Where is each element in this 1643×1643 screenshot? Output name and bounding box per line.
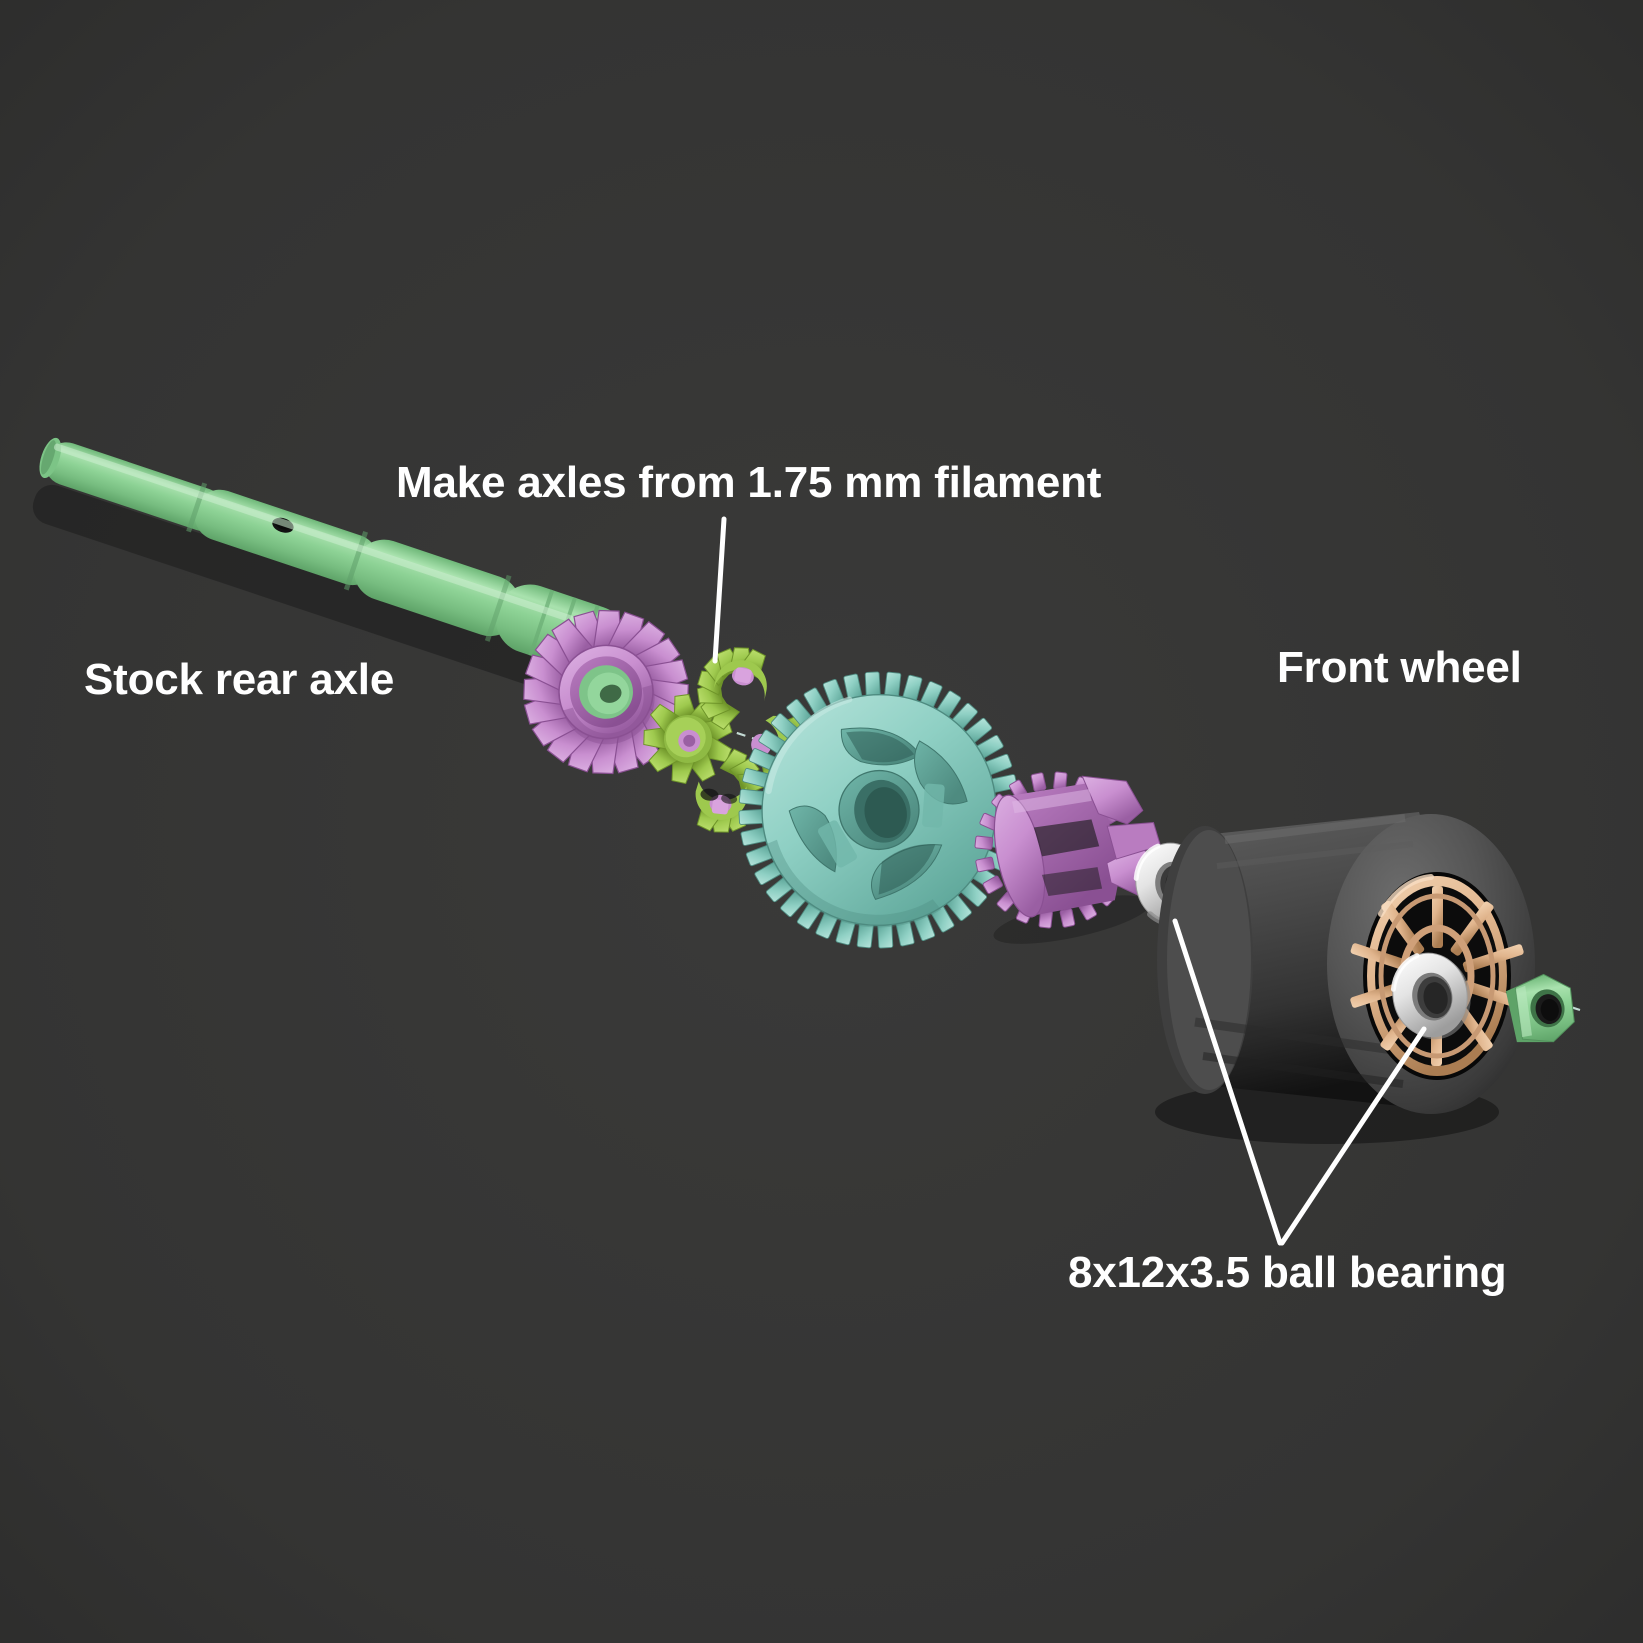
annotation-front-wheel: Front wheel bbox=[1277, 643, 1522, 692]
spider-bevel-pinion-top bbox=[696, 647, 767, 730]
annotation-make-axles-from-filament: Make axles from 1.75 mm filament bbox=[396, 458, 1102, 507]
rear-axle-shaft bbox=[32, 437, 627, 704]
leader-line-ball-bearing bbox=[1172, 918, 1283, 1246]
leader-line-ball-bearing-2 bbox=[1279, 1026, 1427, 1246]
differential-housing bbox=[974, 771, 1162, 944]
tire bbox=[1155, 812, 1535, 1144]
annotation-ball-bearing: 8x12x3.5 ball bearing bbox=[1068, 1248, 1507, 1297]
annotation-stock-rear-axle: Stock rear axle bbox=[84, 655, 395, 704]
leader-lines bbox=[712, 516, 1427, 1246]
hex-nut bbox=[1505, 973, 1575, 1043]
leader-line-make-axles bbox=[712, 516, 727, 664]
ball-bearing-outer bbox=[1390, 952, 1471, 1040]
